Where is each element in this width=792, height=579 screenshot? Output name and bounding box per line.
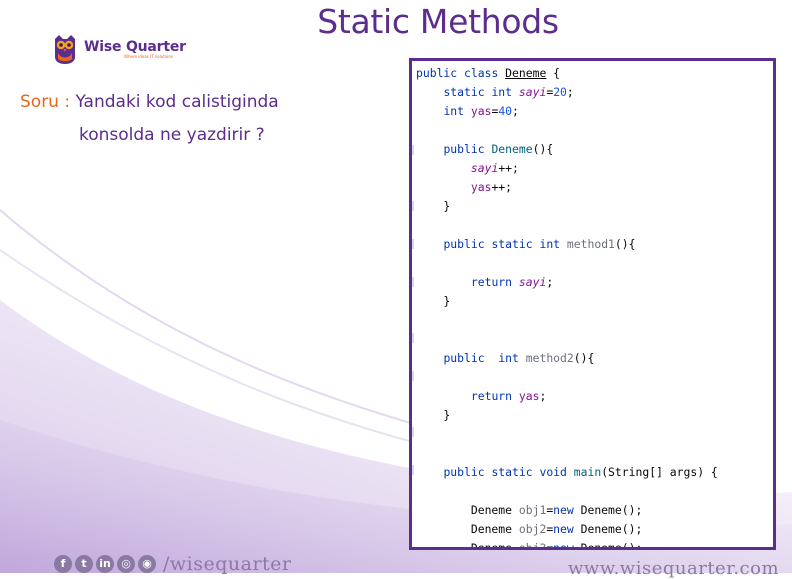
question-block: Soru : Yandaki kod calistiginda konsolda… <box>20 86 279 152</box>
code-line: public static int method1(){ <box>443 237 636 251</box>
instagram-icon[interactable]: ◉ <box>138 555 156 573</box>
website-link[interactable]: www.wisequarter.com <box>568 558 780 579</box>
code-line: sayi++; <box>470 161 519 175</box>
code-line: public class Deneme { <box>416 66 561 80</box>
code-line <box>416 254 773 273</box>
code-line: } <box>416 408 451 422</box>
slide-title: Static Methods <box>317 2 559 41</box>
social-handle[interactable]: /wisequarter <box>163 553 292 575</box>
twitter-icon[interactable]: t <box>75 555 93 573</box>
code-line: Deneme obj2=new Deneme(); <box>416 522 643 536</box>
code-line <box>416 368 773 387</box>
code-line <box>416 216 773 235</box>
code-line <box>416 425 773 444</box>
code-line: Deneme obj3=new Deneme(); <box>416 541 643 550</box>
social-bar: f t in ◎ ◉ /wisequarter <box>54 553 292 575</box>
code-line: return yas; <box>470 389 547 403</box>
question-line-1: Yandaki kod calistiginda <box>75 92 279 112</box>
code-line <box>416 330 773 349</box>
code-line: } <box>416 199 451 213</box>
code-line <box>416 121 773 140</box>
code-line: Deneme obj1=new Deneme(); <box>416 503 643 517</box>
code-line: } <box>416 294 451 308</box>
facebook-icon[interactable]: f <box>54 555 72 573</box>
code-lines: public class Deneme { static int sayi=20… <box>416 64 773 550</box>
owl-logo-icon <box>55 35 75 64</box>
question-label: Soru : <box>20 92 71 112</box>
logo: Wise Quarter Where ideas IT solutions <box>50 33 186 65</box>
code-block: public class Deneme { static int sayi=20… <box>409 58 776 550</box>
code-line: public static void main(String[] args) { <box>443 465 718 479</box>
brand-tagline: Where ideas IT solutions <box>124 53 173 59</box>
code-line: return sayi; <box>470 275 554 289</box>
code-line <box>416 444 773 463</box>
code-line: int yas=40; <box>443 104 519 118</box>
dribbble-icon[interactable]: ◎ <box>117 555 135 573</box>
code-line: public Deneme(){ <box>443 142 554 156</box>
question-line-2: konsolda ne yazdirir ? <box>79 125 265 145</box>
code-line <box>416 482 773 501</box>
code-line: yas++; <box>470 180 513 194</box>
code-line: static int sayi=20; <box>443 85 574 99</box>
code-line <box>416 311 773 330</box>
brand-name: Wise Quarter <box>84 38 186 55</box>
code-line: public int method2(){ <box>443 351 595 365</box>
linkedin-icon[interactable]: in <box>96 555 114 573</box>
